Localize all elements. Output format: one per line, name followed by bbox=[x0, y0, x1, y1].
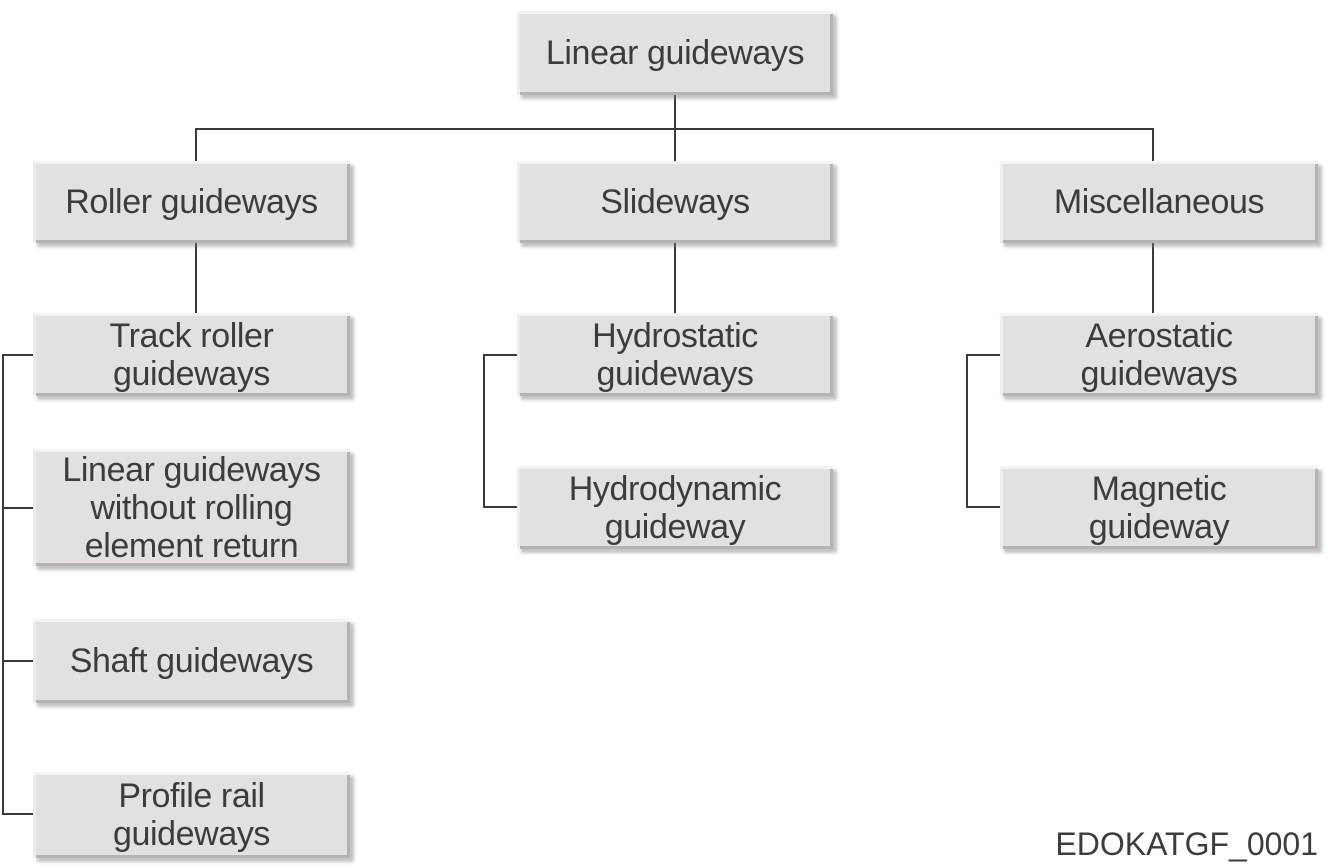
connector-slideways-top bbox=[674, 128, 676, 161]
connector-miscellaneous-aerostatic bbox=[1152, 243, 1154, 313]
node-linear-guideways-without-rolling-element-return-label: Linear guideways without rolling element… bbox=[62, 450, 321, 565]
bracket-left-stub-shaft bbox=[2, 660, 33, 662]
connector-slideways-hydrostatic bbox=[674, 243, 676, 313]
node-magnetic-guideway: Magnetic guideway bbox=[1000, 466, 1318, 549]
node-miscellaneous: Miscellaneous bbox=[1000, 161, 1318, 243]
node-linear-guideways-label: Linear guideways bbox=[545, 34, 805, 72]
node-aerostatic-guideways: Aerostatic guideways bbox=[1000, 313, 1318, 396]
node-shaft-guideways-label: Shaft guideways bbox=[69, 642, 314, 680]
bracket-left-stub-profilerail bbox=[2, 813, 33, 815]
bracket-left-stub-trackroller bbox=[2, 354, 33, 356]
node-aerostatic-guideways-label: Aerostatic guideways bbox=[1080, 316, 1238, 393]
node-roller-guideways: Roller guideways bbox=[33, 161, 350, 243]
bracket-middle-vertical bbox=[483, 354, 485, 508]
node-slideways: Slideways bbox=[517, 161, 833, 243]
node-track-roller-guideways: Track roller guideways bbox=[33, 313, 350, 396]
node-hydrodynamic-guideway-label: Hydrodynamic guideway bbox=[568, 469, 782, 546]
node-hydrostatic-guideways: Hydrostatic guideways bbox=[517, 313, 833, 396]
bracket-right-stub-aerostatic bbox=[966, 354, 1000, 356]
bracket-left-vertical bbox=[2, 354, 4, 815]
connector-miscellaneous-top bbox=[1152, 128, 1154, 161]
connector-root-down bbox=[674, 95, 676, 129]
node-slideways-label: Slideways bbox=[600, 183, 750, 221]
node-hydrodynamic-guideway: Hydrodynamic guideway bbox=[517, 466, 833, 549]
node-shaft-guideways: Shaft guideways bbox=[33, 619, 350, 703]
node-miscellaneous-label: Miscellaneous bbox=[1053, 183, 1265, 221]
node-profile-rail-guideways: Profile rail guideways bbox=[33, 772, 350, 858]
node-linear-guideways: Linear guideways bbox=[517, 11, 833, 95]
node-linear-guideways-without-rolling-element-return: Linear guideways without rolling element… bbox=[33, 449, 350, 566]
connector-roller-trackroller bbox=[195, 243, 197, 313]
bracket-right-stub-magnetic bbox=[966, 506, 1000, 508]
node-magnetic-guideway-label: Magnetic guideway bbox=[1088, 469, 1230, 546]
connector-roller-top bbox=[195, 128, 197, 161]
node-track-roller-guideways-label: Track roller guideways bbox=[109, 316, 274, 393]
bracket-right-vertical bbox=[966, 354, 968, 508]
node-roller-guideways-label: Roller guideways bbox=[65, 183, 318, 221]
node-profile-rail-guideways-label: Profile rail guideways bbox=[112, 777, 271, 853]
bracket-middle-stub-hydrodynamic bbox=[483, 506, 517, 508]
figure-code: EDOKATGF_0001 bbox=[1055, 826, 1318, 862]
bracket-middle-stub-hydrostatic bbox=[483, 354, 517, 356]
node-hydrostatic-guideways-label: Hydrostatic guideways bbox=[592, 316, 758, 393]
bracket-left-stub-linearnoreturn bbox=[2, 507, 33, 509]
